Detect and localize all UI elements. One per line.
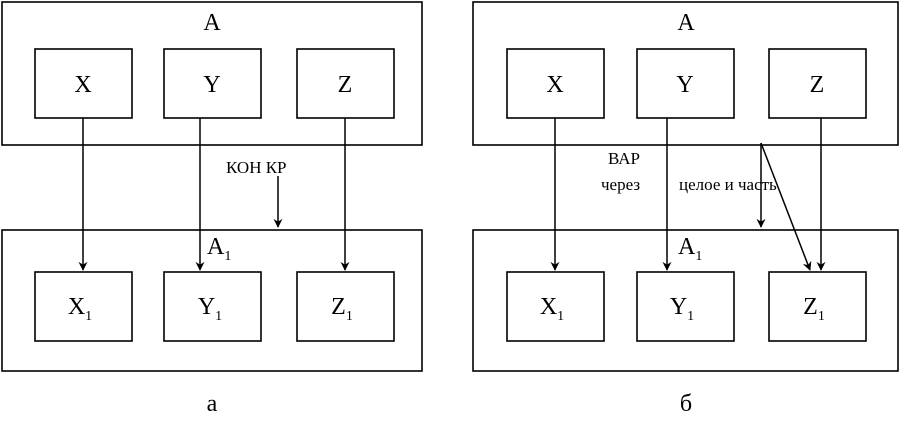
arrow-b-relation-diagonal (760, 142, 812, 271)
box-a-x1 (34, 271, 133, 342)
caption-a: а (207, 391, 218, 417)
caption-b: б (680, 391, 692, 417)
label-a-z1: Z1 (331, 294, 353, 324)
top-label-a: A (203, 10, 221, 36)
box-b-y1 (636, 271, 735, 342)
box-b-z (768, 48, 867, 119)
label-b-x: X (546, 72, 563, 98)
label-a-y: Y (203, 72, 220, 98)
label-b-x1: X1 (540, 294, 564, 324)
relation-label-a: КОН КР (226, 158, 287, 177)
box-a-y1 (163, 271, 262, 342)
diagram-a: A X Y Z A1 X1 Y1 Z1 КОН КР а (1, 1, 423, 417)
bottom-label-a: A1 (207, 234, 231, 264)
diagram-b: A X Y Z A1 X1 Y1 Z1 ВАР через целое и ча… (472, 1, 899, 417)
top-label-b: A (677, 10, 695, 36)
box-a-z (296, 48, 395, 119)
relation-label-b-1: ВАР (608, 149, 640, 168)
label-a-z: Z (338, 72, 353, 98)
box-b-z1 (768, 271, 867, 342)
label-b-z: Z (810, 72, 825, 98)
box-b-y (636, 48, 735, 119)
label-b-z1: Z1 (803, 294, 825, 324)
relation-label-b-2: через (601, 175, 640, 194)
box-b-x (506, 48, 605, 119)
label-a-y1: Y1 (198, 294, 222, 324)
box-b-x1 (506, 271, 605, 342)
label-a-x: X (74, 72, 91, 98)
bottom-label-b: A1 (678, 234, 702, 264)
relation-label-b-3: целое и часть (679, 175, 777, 194)
label-b-y: Y (676, 72, 693, 98)
box-a-z1 (296, 271, 395, 342)
box-a-x (34, 48, 133, 119)
label-a-x1: X1 (68, 294, 92, 324)
label-b-y1: Y1 (670, 294, 694, 324)
box-a-y (163, 48, 262, 119)
